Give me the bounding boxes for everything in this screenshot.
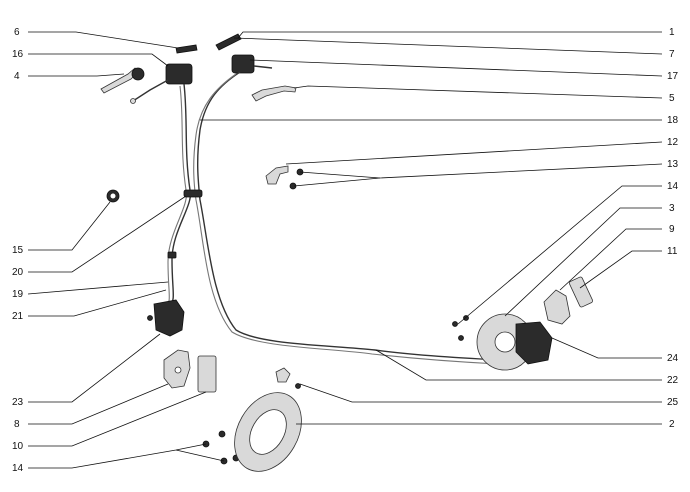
callout-14-upper: 14 (667, 181, 679, 192)
callout-4: 4 (14, 71, 20, 82)
part-lever-right (251, 85, 297, 102)
callout-25: 25 (667, 397, 679, 408)
part-hose-front-2 (165, 85, 187, 307)
part-hose-rear-2 (193, 73, 499, 365)
part-front-caliper (153, 299, 185, 337)
part-hose-front (169, 83, 192, 306)
callout-21: 21 (12, 311, 24, 322)
callout-24: 24 (667, 353, 679, 364)
part-grommet-hole (110, 193, 116, 199)
part-bolt-i (458, 335, 464, 341)
part-brake-pads-rear (568, 276, 594, 308)
part-master-cylinder-left-knob (130, 98, 136, 104)
part-front-disc-center (249, 409, 287, 455)
callout-labels: 6 16 4 1 7 17 5 18 12 13 14 3 9 11 15 20… (12, 27, 679, 474)
part-bracket (265, 165, 289, 185)
callout-12: 12 (667, 137, 679, 148)
part-master-cylinder-left-arm (132, 79, 169, 102)
part-bolt-h (463, 315, 469, 321)
callout-18: 18 (667, 115, 679, 126)
leader-lines (27, 31, 663, 469)
part-hose-clamp (183, 189, 203, 198)
callout-17: 17 (667, 71, 679, 82)
part-rear-disc-center (494, 331, 516, 353)
callout-6: 6 (14, 27, 20, 38)
part-banjo-bolt (295, 383, 301, 389)
part-front-caliper-bolt (147, 315, 153, 321)
callout-15: 15 (12, 245, 24, 256)
callout-20: 20 (12, 267, 24, 278)
part-master-cylinder-right-arm (253, 65, 273, 69)
callout-9: 9 (669, 224, 675, 235)
callout-19: 19 (12, 289, 24, 300)
part-lever-left (100, 67, 138, 94)
callout-10: 10 (12, 441, 24, 452)
callout-3: 3 (669, 203, 675, 214)
part-master-cylinder-right (231, 54, 255, 74)
part-hose-clip (167, 251, 177, 259)
part-brake-pads-front (197, 355, 217, 393)
part-lever-left-pivot (131, 67, 145, 81)
callout-13: 13 (667, 159, 679, 170)
part-master-cylinder-left (165, 63, 193, 85)
part-banjo-fitting (275, 367, 291, 383)
part-grip-right (215, 33, 242, 51)
callout-2: 2 (669, 419, 675, 430)
part-bolt-d (218, 430, 226, 438)
part-caliper-bracket-rear (543, 289, 571, 325)
callout-11: 11 (667, 246, 678, 257)
callout-23: 23 (12, 397, 24, 408)
callout-1: 1 (669, 27, 675, 38)
callout-8: 8 (14, 419, 20, 430)
callout-16: 16 (12, 49, 24, 60)
callout-22: 22 (667, 375, 679, 386)
part-bolt-g (452, 321, 458, 327)
part-rear-caliper (515, 321, 553, 365)
callout-5: 5 (669, 93, 675, 104)
parts-illustration (100, 33, 594, 472)
callout-14-lower: 14 (12, 463, 24, 474)
part-caliper-bracket-hole (174, 366, 182, 374)
part-grip-left (175, 44, 198, 54)
part-hose-rear (196, 71, 501, 361)
callout-7: 7 (669, 49, 675, 60)
